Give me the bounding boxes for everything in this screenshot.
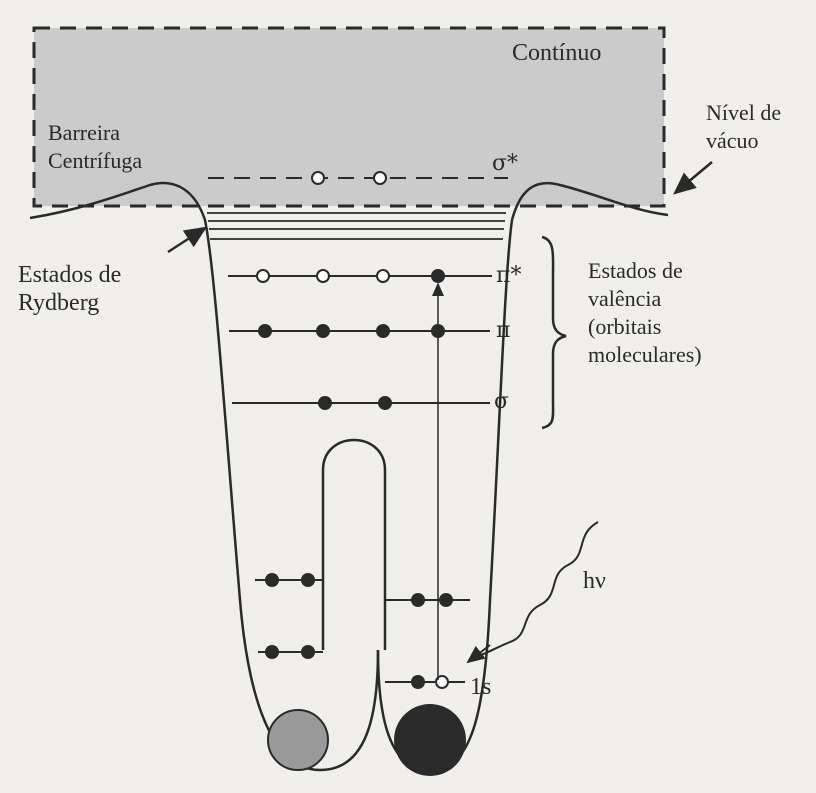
- continuum-label: Contínuo: [512, 40, 601, 66]
- left-nucleus: [268, 710, 328, 770]
- valence-label-line3: (orbitais: [588, 314, 661, 339]
- electron-filled: [439, 593, 453, 607]
- electron-filled: [316, 324, 330, 338]
- electron-empty: [377, 270, 389, 282]
- electron-filled: [265, 573, 279, 587]
- valence-label-line1: Estados de: [588, 258, 683, 283]
- electron-filled: [301, 645, 315, 659]
- rydberg-label-line1: Estados de: [18, 262, 121, 288]
- rydberg-arrow: [168, 228, 205, 252]
- electron-filled: [431, 269, 445, 283]
- potential-curve-inner: [323, 440, 385, 650]
- electron-empty: [374, 172, 386, 184]
- electron-filled: [376, 324, 390, 338]
- electron-filled: [301, 573, 315, 587]
- photon-wave: [478, 522, 598, 656]
- rydberg-levels: [207, 213, 506, 239]
- electron-filled: [258, 324, 272, 338]
- photon-label: hν: [583, 568, 606, 594]
- vacuum-label-line2: vácuo: [706, 128, 759, 153]
- valence-label-line4: moleculares): [588, 342, 702, 367]
- orbital-label-pi-star: π*: [496, 263, 521, 288]
- orbital-label-sigma: σ: [494, 389, 509, 414]
- electron-filled: [411, 593, 425, 607]
- orbital-label-sigma-star: σ*: [492, 151, 518, 176]
- electron-filled: [318, 396, 332, 410]
- barrier-label-line1: Barreira: [48, 120, 120, 145]
- valence-brace: [542, 237, 566, 428]
- electron-empty: [312, 172, 324, 184]
- right-nucleus: [394, 704, 466, 776]
- orbital-label-pi: π: [496, 318, 510, 343]
- vacuum-arrow: [675, 162, 712, 193]
- electron-filled: [265, 645, 279, 659]
- rydberg-label-line2: Rydberg: [18, 290, 99, 316]
- vacuum-label-line1: Nível de: [706, 100, 781, 125]
- electron-filled: [378, 396, 392, 410]
- core-level-label: 1s: [470, 674, 491, 700]
- valence-label-line2: valência: [588, 286, 662, 311]
- electron-empty: [257, 270, 269, 282]
- electron-empty: [317, 270, 329, 282]
- barrier-label-line2: Centrífuga: [48, 148, 142, 173]
- electron-filled: [411, 675, 425, 689]
